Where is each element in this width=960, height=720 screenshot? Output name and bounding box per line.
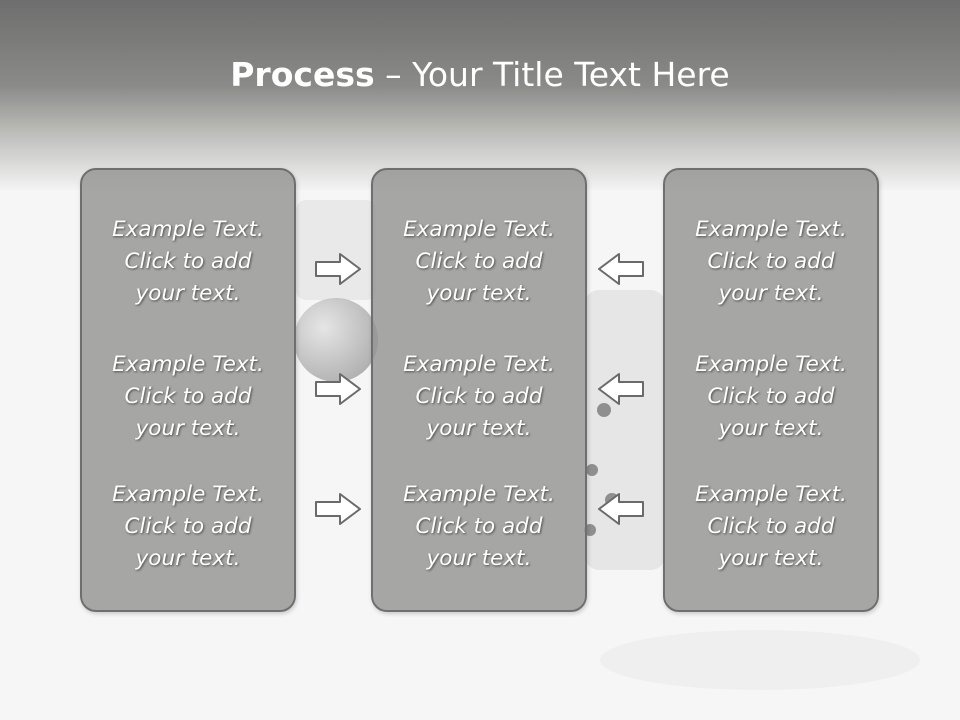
text-line: Example Text. (112, 352, 264, 377)
arrow-right-icon (315, 493, 361, 525)
text-line: Example Text. (695, 352, 847, 377)
text-placeholder[interactable]: Example Text. Click to add your text. (373, 479, 585, 575)
text-placeholder[interactable]: Example Text. Click to add your text. (82, 214, 294, 310)
arrow-right-icon (315, 253, 361, 285)
text-line: your text. (426, 546, 532, 571)
text-line: Example Text. (695, 482, 847, 507)
text-placeholder[interactable]: Example Text. Click to add your text. (665, 349, 877, 445)
text-placeholder[interactable]: Example Text. Click to add your text. (665, 479, 877, 575)
text-line: your text. (718, 416, 824, 441)
title-rest: – Your Title Text Here (374, 55, 730, 94)
right-panel: Example Text. Click to add your text. Ex… (663, 168, 879, 612)
text-line: your text. (135, 546, 241, 571)
left-panel: Example Text. Click to add your text. Ex… (80, 168, 296, 612)
text-line: Click to add (707, 384, 835, 409)
text-line: Example Text. (403, 217, 555, 242)
arrow-right-icon (315, 373, 361, 405)
text-line: Click to add (415, 384, 543, 409)
text-line: your text. (135, 281, 241, 306)
text-line: Example Text. (112, 217, 264, 242)
text-line: Click to add (707, 249, 835, 274)
text-line: Click to add (124, 514, 252, 539)
text-placeholder[interactable]: Example Text. Click to add your text. (373, 214, 585, 310)
arrow-left-icon (598, 373, 644, 405)
text-placeholder[interactable]: Example Text. Click to add your text. (665, 214, 877, 310)
text-line: Click to add (415, 514, 543, 539)
text-line: your text. (426, 416, 532, 441)
text-line: your text. (135, 416, 241, 441)
text-line: your text. (426, 281, 532, 306)
text-line: Click to add (707, 514, 835, 539)
text-line: Click to add (124, 249, 252, 274)
header-band (0, 0, 960, 190)
text-placeholder[interactable]: Example Text. Click to add your text. (82, 479, 294, 575)
text-line: Example Text. (403, 352, 555, 377)
text-line: Example Text. (695, 217, 847, 242)
slide-title: Process – Your Title Text Here (0, 52, 960, 98)
text-line: Click to add (415, 249, 543, 274)
title-bold: Process (230, 55, 375, 94)
arrow-left-icon (598, 253, 644, 285)
text-line: your text. (718, 546, 824, 571)
center-panel: Example Text. Click to add your text. Ex… (371, 168, 587, 612)
text-placeholder[interactable]: Example Text. Click to add your text. (82, 349, 294, 445)
text-line: Example Text. (112, 482, 264, 507)
text-line: Click to add (124, 384, 252, 409)
text-placeholder[interactable]: Example Text. Click to add your text. (373, 349, 585, 445)
text-line: Example Text. (403, 482, 555, 507)
text-line: your text. (718, 281, 824, 306)
arrow-left-icon (598, 493, 644, 525)
